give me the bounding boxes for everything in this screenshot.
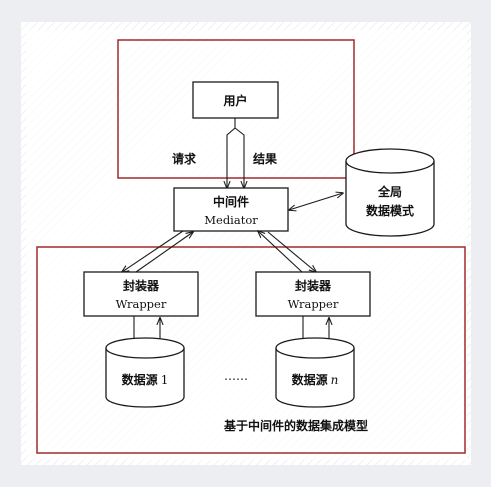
mediator-box: 中间件 Mediator	[173, 187, 289, 232]
diagram-caption: 基于中间件的数据集成模型	[223, 418, 368, 433]
mediator-to-right-wrapper	[267, 231, 316, 272]
source-region-frame	[36, 246, 466, 454]
user-mediator-arrows	[227, 118, 244, 188]
user-region-frame	[117, 39, 355, 179]
left-wrapper-cn-label: 封装器	[123, 278, 160, 293]
left-source-prefix: 数据源	[122, 372, 158, 387]
mediator-schema-arrow	[289, 193, 343, 210]
right-wrapper-box: 封装器 Wrapper	[255, 271, 371, 317]
user-box: 用户	[192, 81, 279, 119]
result-arrow	[234, 127, 244, 188]
left-wrapper-to-mediator	[135, 232, 193, 273]
global-schema-cylinder: 全局 数据模式	[345, 148, 435, 237]
left-wrapper-en-label: Wrapper	[116, 297, 167, 311]
right-wrapper-to-mediator	[258, 231, 303, 273]
right-source-prefix: 数据源	[292, 372, 328, 387]
mediator-to-left-wrapper	[122, 230, 184, 272]
result-label: 结果	[253, 151, 277, 166]
right-wrapper-en-label: Wrapper	[288, 297, 339, 311]
right-source-suffix: n	[331, 373, 339, 387]
right-wrapper-cn-label: 封装器	[295, 278, 332, 293]
global-schema-line1: 全局	[377, 184, 402, 199]
ellipsis-text: ……	[224, 369, 248, 383]
request-arrow	[227, 118, 236, 188]
left-source-suffix: 1	[161, 373, 169, 387]
mediator-cn-label: 中间件	[213, 194, 249, 209]
global-schema-line2: 数据模式	[366, 203, 414, 218]
left-wrapper-box: 封装器 Wrapper	[83, 271, 199, 317]
mediator-wrapper-arrows	[122, 231, 316, 272]
request-label: 请求	[172, 151, 197, 166]
user-label: 用户	[222, 93, 247, 108]
mediator-en-label: Mediator	[204, 213, 258, 227]
